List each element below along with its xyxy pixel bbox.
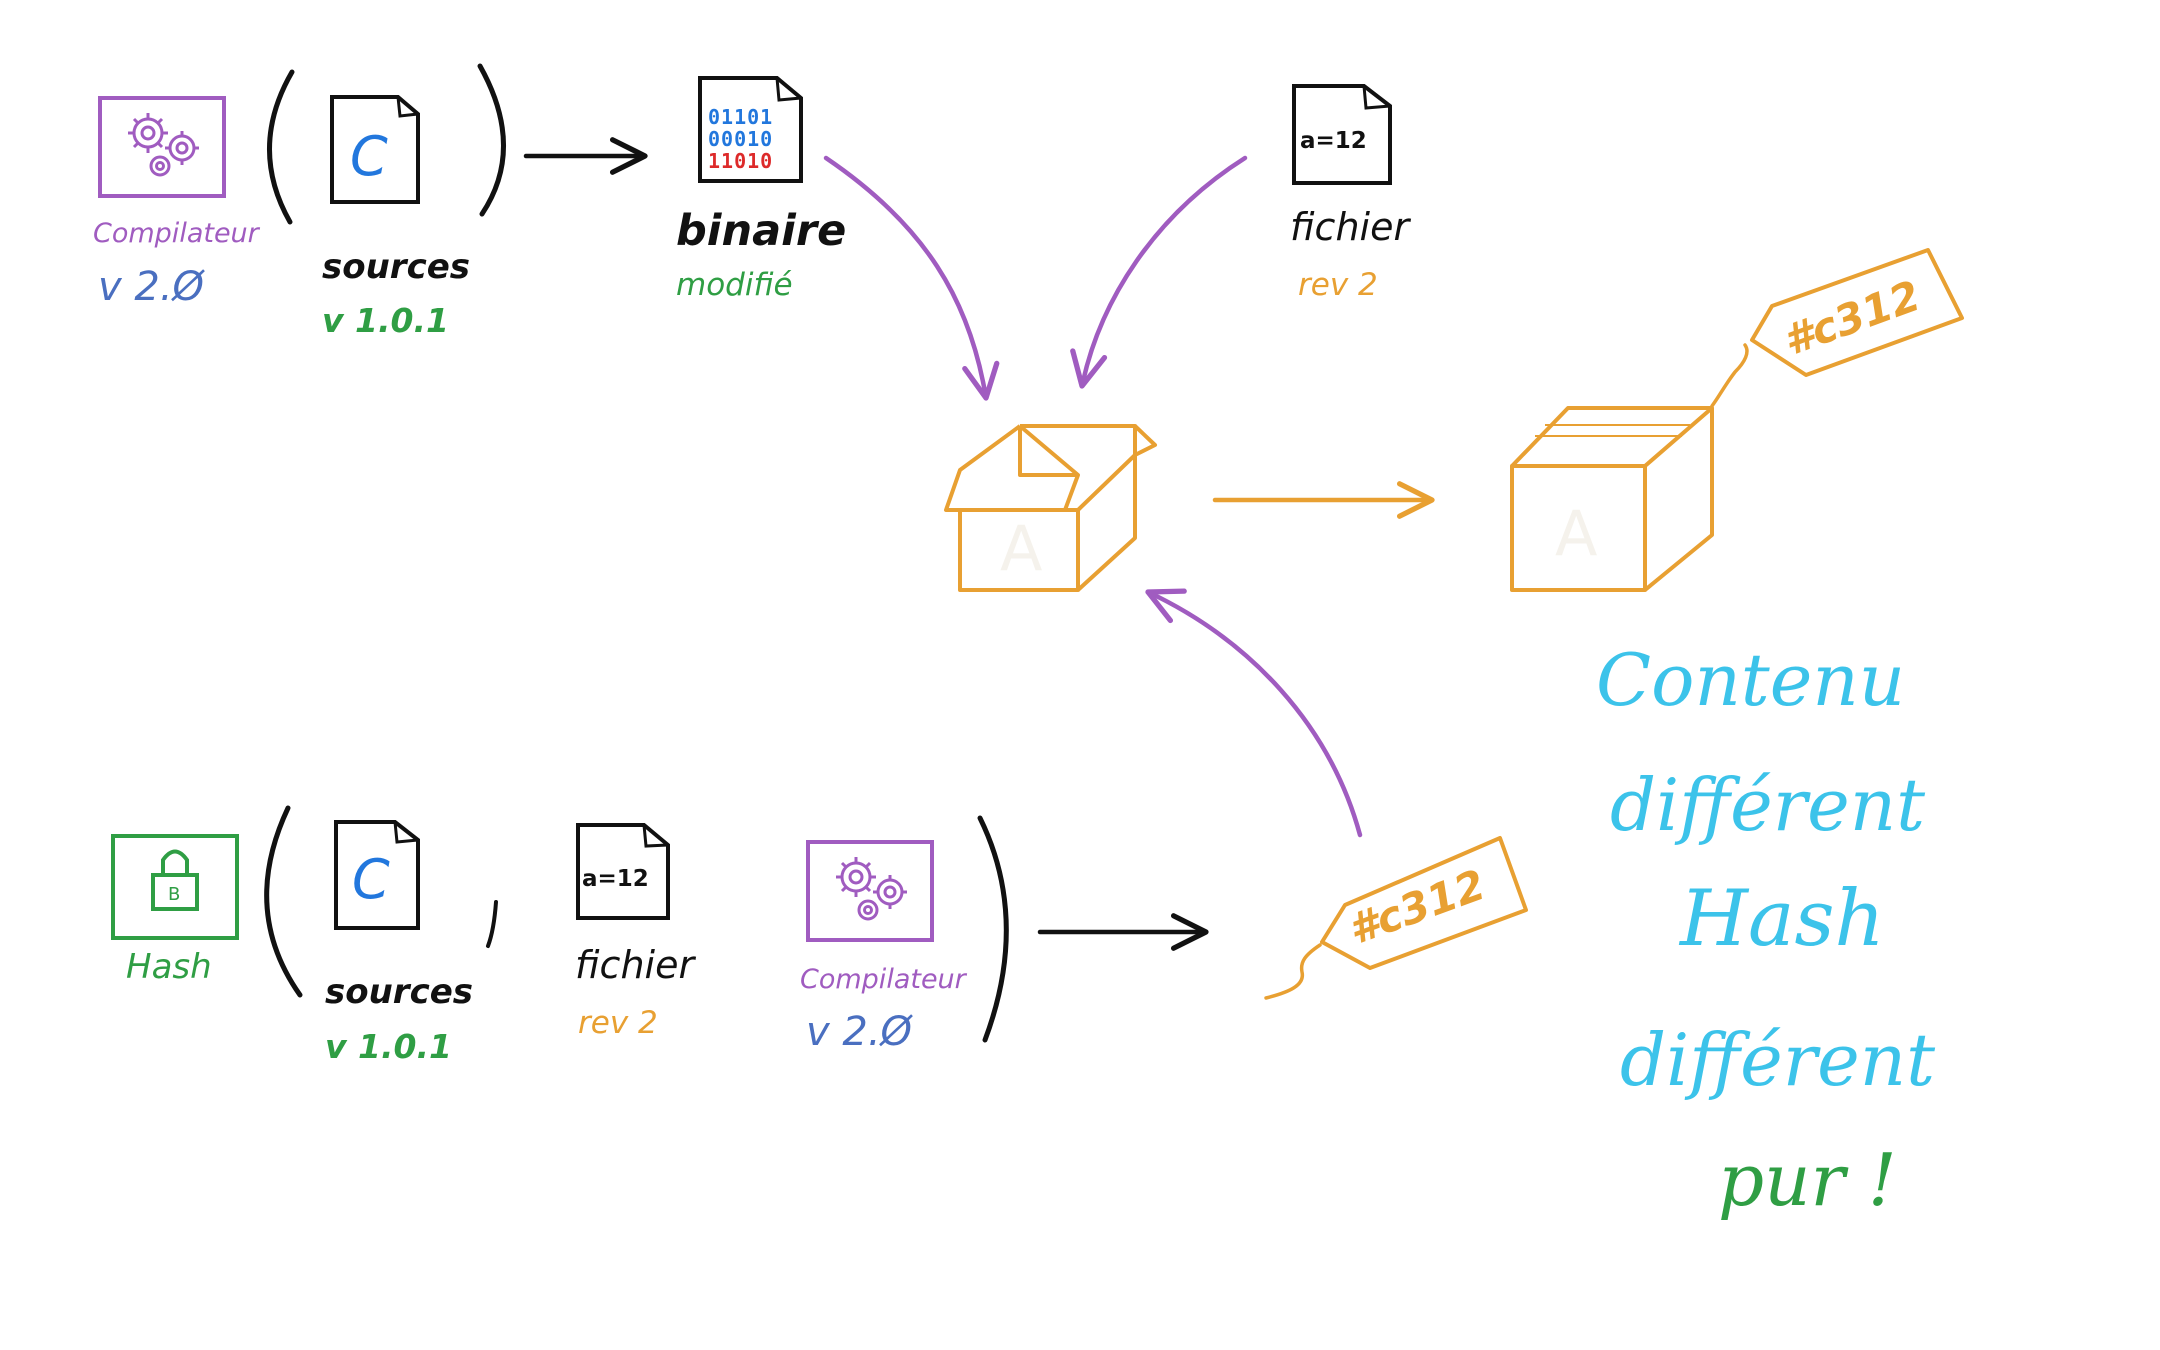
sources-label: sources [322, 247, 470, 287]
binary-status: modifié [676, 267, 793, 303]
close-paren-bottom [977, 815, 1009, 1043]
tag-icon [1750, 248, 1964, 377]
compiler-bottom: Compilateur v 2.Ø [800, 840, 968, 1055]
svg-text:a=12: a=12 [1300, 128, 1367, 154]
hash-tag-bottom: #c312 [1264, 836, 1528, 1000]
config-file-icon: a=12 [576, 823, 670, 920]
note-different-content: Contenu différent Hash différent pur ! [1596, 638, 1936, 1222]
hash-block: B Hash [111, 834, 239, 987]
c-file-icon: C [334, 820, 420, 930]
config-file-icon: a=12 [1292, 84, 1392, 185]
closed-box: A #c312 [1510, 248, 1964, 592]
svg-text:C: C [352, 848, 390, 911]
binary-top: 01101 00010 11010 binaire modifié [676, 76, 846, 303]
svg-text:B: B [168, 884, 180, 905]
binary-file-icon: 01101 00010 11010 [698, 76, 803, 183]
svg-text:a=12: a=12 [582, 866, 649, 892]
hash-label: Hash [126, 947, 212, 987]
note-line-5: pur ! [1718, 1138, 1897, 1222]
file-top: a=12 fichier rev 2 [1290, 84, 1411, 303]
closed-box-letter: A [1555, 497, 1597, 570]
open-paren-top [267, 69, 295, 225]
gears-icon [98, 96, 226, 198]
open-box: A [944, 424, 1157, 592]
hash-tag-top: #c312 [1710, 248, 1964, 408]
compiler-version: v 2.Ø [98, 264, 206, 310]
bits-row-1: 01101 [708, 105, 773, 129]
file-revision: rev 2 [1298, 267, 1378, 303]
arrow-file-to-box [1070, 155, 1248, 389]
sources-version-bottom: v 1.0.1 [325, 1027, 452, 1066]
gears-icon [806, 840, 934, 942]
comma-separator [486, 900, 498, 948]
note-line-2: différent [1610, 763, 1926, 847]
compiler-label-bottom: Compilateur [800, 964, 968, 995]
compiler-top: Compilateur v 2.Ø [93, 96, 261, 310]
arrow-tag-to-box [1145, 588, 1363, 838]
closed-box-icon [1510, 406, 1714, 592]
arrow-binary-to-box [823, 155, 1000, 401]
file-bottom: a=12 fichier rev 2 [575, 823, 696, 1041]
note-line-3: Hash [1678, 874, 1885, 964]
sources-version: v 1.0.1 [322, 301, 449, 340]
open-box-letter: A [1000, 512, 1042, 585]
open-box-icon [944, 424, 1157, 592]
file-label-bottom: fichier [575, 943, 696, 987]
file-revision-bottom: rev 2 [578, 1005, 658, 1041]
bits-row-3: 11010 [708, 149, 773, 173]
compiler-version-bottom: v 2.Ø [806, 1009, 914, 1055]
sources-label-bottom: sources [325, 972, 473, 1012]
lock-icon: B [111, 834, 239, 940]
file-label: fichier [1290, 205, 1411, 249]
sources-top: C sources v 1.0.1 [322, 95, 470, 340]
tag-label-top: #c312 [1777, 271, 1927, 366]
bits-row-2: 00010 [708, 127, 773, 151]
compiler-label: Compilateur [93, 218, 261, 249]
binary-label: binaire [676, 206, 846, 256]
note-line-4: différent [1620, 1018, 1936, 1102]
sources-bottom: C sources v 1.0.1 [325, 820, 473, 1066]
c-file-icon: C [330, 95, 420, 204]
open-paren-bottom [264, 805, 303, 998]
tag-icon [1320, 836, 1528, 970]
note-line-1: Contenu [1596, 638, 1905, 722]
close-paren-top [477, 63, 506, 217]
svg-text:C: C [350, 125, 388, 188]
